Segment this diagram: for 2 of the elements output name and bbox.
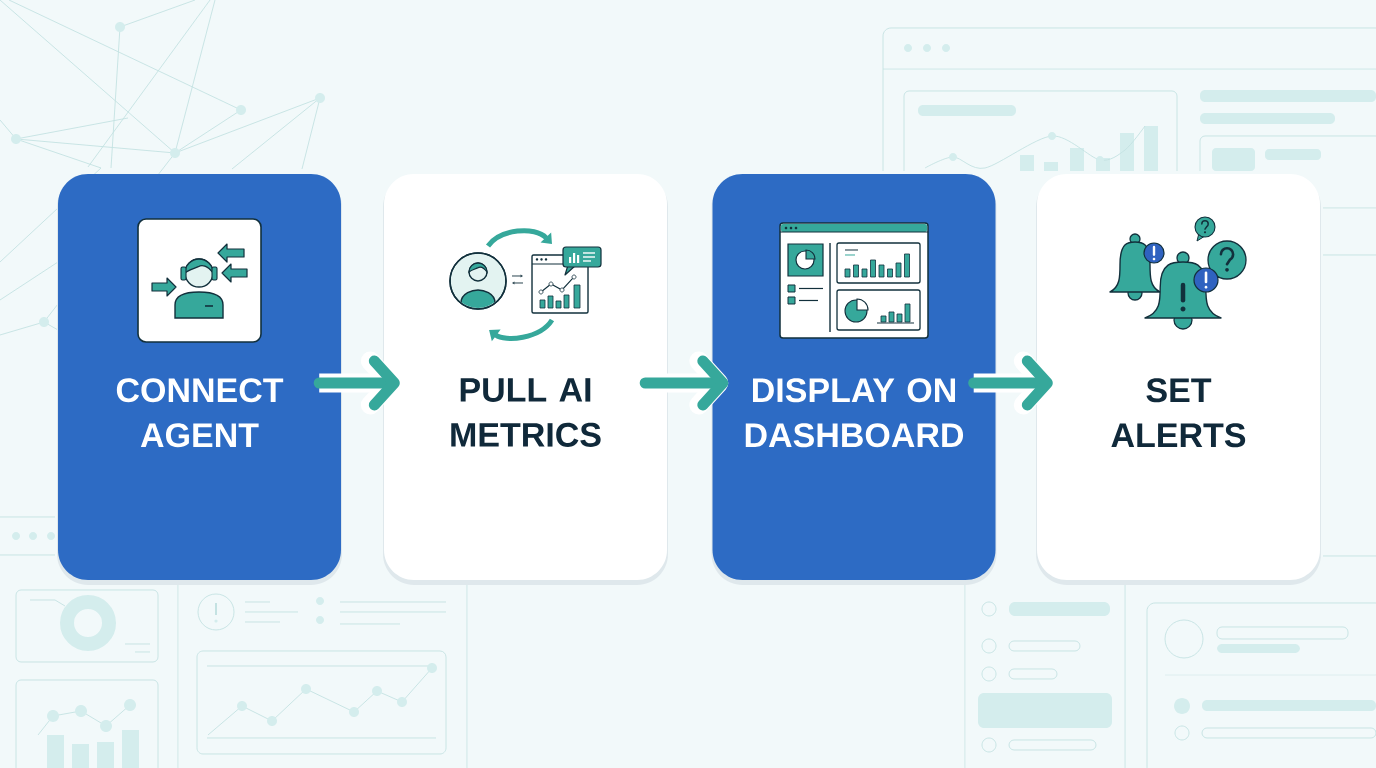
step-card: SET ALERTS bbox=[1036, 174, 1321, 585]
step-card: PULL AI METRICS bbox=[383, 174, 668, 585]
